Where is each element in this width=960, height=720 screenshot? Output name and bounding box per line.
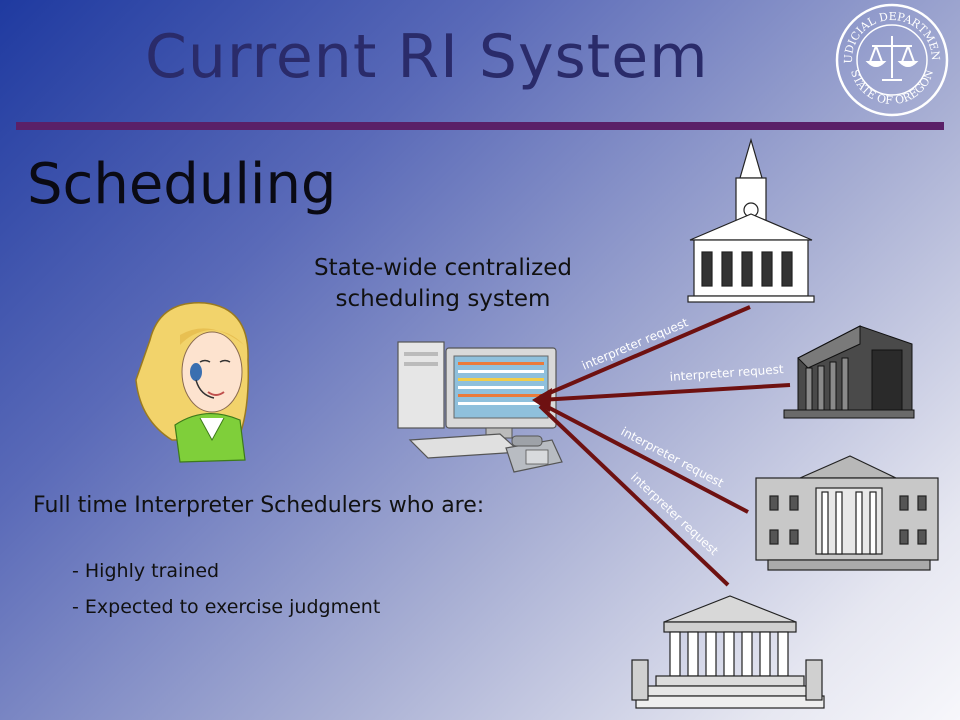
bullet-item: - Expected to exercise judgment <box>72 596 381 618</box>
request-arrow <box>539 305 751 399</box>
request-arrow <box>539 401 749 514</box>
bullet-item: - Highly trained <box>72 560 220 582</box>
request-arrow <box>538 404 730 587</box>
scheduler-description: Full time Interpreter Schedulers who are… <box>33 493 485 518</box>
supreme-court-icon <box>631 595 825 709</box>
courthouse-clocktower-icon <box>687 137 815 303</box>
telephone-icon <box>505 435 563 473</box>
request-arrows <box>538 305 791 587</box>
scheduler-person-icon <box>135 302 250 463</box>
title-divider <box>16 122 944 130</box>
request-label: interpreter request <box>580 315 691 373</box>
request-label: interpreter request <box>669 362 784 384</box>
computer-icon <box>397 341 557 459</box>
slide-subtitle: Scheduling <box>27 152 337 217</box>
central-system-label: State-wide centralized scheduling system <box>314 255 572 312</box>
arrowhead <box>532 388 552 412</box>
oregon-judicial-seal: JUDICIAL DEPARTMENT STATE OF OREGON <box>834 2 949 117</box>
scheduler-qualities-list: - Highly trained - Expected to exercise … <box>72 560 380 632</box>
scales-of-justice-icon <box>865 36 919 81</box>
request-arrow <box>539 383 791 402</box>
courthouse-columns-dark-icon <box>783 325 915 419</box>
courthouse-wide-icon <box>755 455 939 571</box>
slide-title: Current RI System <box>145 22 709 92</box>
